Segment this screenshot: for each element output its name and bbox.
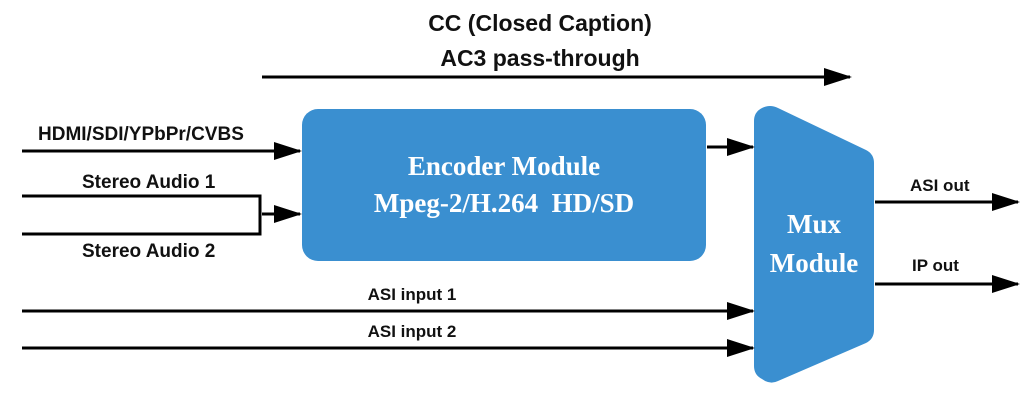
audio-input-lines (22, 194, 262, 236)
mux-module-block (754, 106, 874, 383)
top-label-line2: AC3 pass-through (440, 45, 639, 71)
encoder-subtitle: Mpeg-2/H.264 HD/SD (374, 188, 634, 218)
encoder-title: Encoder Module (408, 151, 600, 181)
ip-out-label: IP out (912, 256, 959, 275)
audio1-label: Stereo Audio 1 (82, 172, 216, 193)
asi-input2-label: ASI input 2 (368, 322, 457, 341)
video-input-label: HDMI/SDI/YPbPr/CVBS (38, 124, 244, 145)
mux-label-line1: Mux (787, 209, 842, 239)
top-label-line1: CC (Closed Caption) (428, 10, 652, 36)
asi-out-label: ASI out (910, 176, 970, 195)
encoder-module-block (302, 109, 706, 261)
asi-input1-label: ASI input 1 (368, 285, 457, 304)
audio2-label: Stereo Audio 2 (82, 241, 215, 262)
mux-label-line2: Module (770, 248, 859, 278)
